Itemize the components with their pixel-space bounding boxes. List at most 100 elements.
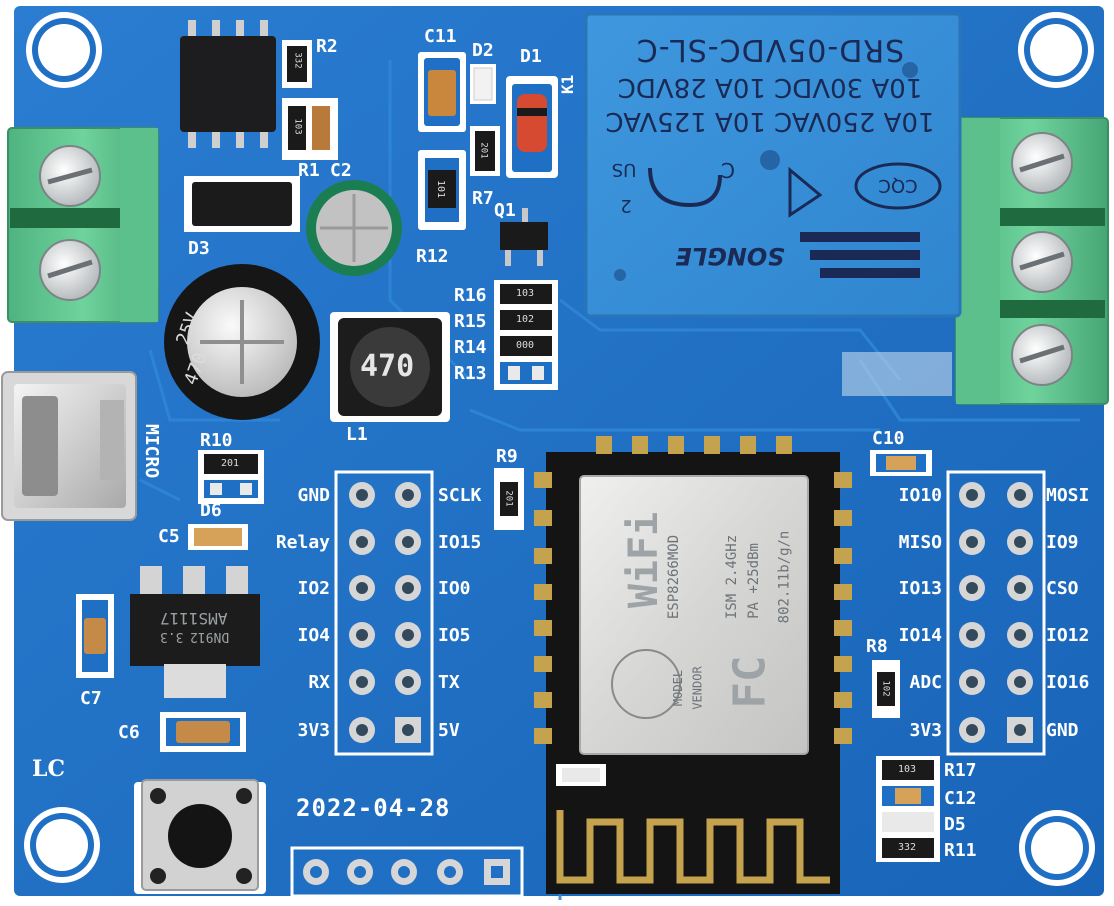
- relay: [584, 12, 962, 318]
- label-r8: R8: [866, 636, 888, 657]
- reset-button[interactable]: [134, 779, 266, 894]
- capacitor-c10: [870, 450, 932, 476]
- label-r13: R13: [454, 363, 487, 384]
- screw-terminal-right: [955, 117, 1109, 405]
- label-date: 2022-04-28: [296, 794, 451, 822]
- code-r8: 102: [880, 680, 891, 697]
- pin-label-io9: IO9: [1046, 532, 1079, 553]
- pin-label-io2: IO2: [297, 578, 330, 599]
- pin-label-sclk: SCLK: [438, 485, 482, 506]
- code-r15: 102: [516, 314, 535, 325]
- inductor-l1: [330, 312, 450, 422]
- pin-label-gnd: GND: [297, 485, 330, 506]
- pin-label-5v: 5V: [438, 720, 460, 741]
- pin-label-io5: IO5: [438, 625, 471, 646]
- code-r16: 103: [516, 288, 535, 299]
- label-l1: L1: [346, 424, 368, 445]
- pin-label-io14: IO14: [898, 625, 942, 646]
- code-r2: 332: [292, 52, 303, 69]
- code-r11: 332: [898, 842, 917, 853]
- relay-cqc: CQC: [878, 175, 918, 196]
- label-c6: C6: [118, 722, 140, 743]
- label-r14: R14: [454, 337, 487, 358]
- module-ism: ISM 2.4GHz: [724, 534, 741, 620]
- label-c12: C12: [944, 788, 977, 809]
- resistor-r9: [494, 468, 524, 530]
- ldo-voltage: 3.3: [160, 629, 184, 644]
- relay-model-text: SRD-05VDC-SL-C: [635, 32, 905, 67]
- label-r9: R9: [496, 446, 518, 467]
- smd-stack-bottom-right: [876, 756, 940, 862]
- label-r15: R15: [454, 311, 487, 332]
- label-r17: R17: [944, 760, 977, 781]
- label-q1: Q1: [494, 200, 516, 221]
- code-r7: 201: [478, 142, 489, 159]
- label-r16: R16: [454, 285, 487, 306]
- resistor-stack-r16-r13: [494, 280, 558, 390]
- ldo-code: DN912: [190, 629, 230, 644]
- label-d5: D5: [944, 814, 966, 835]
- diode-d3: [184, 176, 300, 232]
- label-r10: R10: [200, 430, 233, 451]
- pin-label-io4: IO4: [297, 625, 330, 646]
- label-r1: R1: [298, 160, 320, 181]
- label-r7: R7: [472, 188, 494, 209]
- pin-label-3v3-left: 3V3: [297, 720, 330, 741]
- label-d6: D6: [200, 500, 222, 521]
- module-wifi-logo: WiFi: [621, 511, 668, 609]
- module-pa: PA +25dBm: [745, 543, 762, 619]
- resistor-r10: [198, 450, 264, 504]
- pin-label-io16: IO16: [1046, 672, 1090, 693]
- ams1117-regulator: [130, 566, 260, 698]
- resistor-r8: [872, 660, 900, 718]
- transistor-q1: [500, 208, 548, 266]
- pin-label-io13: IO13: [898, 578, 942, 599]
- pin-label-io10: IO10: [898, 485, 942, 506]
- relay-num: 2: [620, 195, 632, 216]
- pin-header-right: [946, 470, 1046, 756]
- relay-rating-2: 10A 30VDC 10A 28VDC: [617, 72, 923, 102]
- module-vendor-label: VENDOR: [690, 666, 705, 710]
- label-r12: R12: [416, 246, 449, 267]
- relay-mark-c: C: [721, 158, 735, 182]
- pin-label-tx: TX: [438, 672, 460, 693]
- capacitor-c6: [160, 712, 246, 752]
- soic8-chip: [180, 20, 276, 148]
- code-r14: 000: [516, 340, 535, 351]
- label-d1: D1: [520, 46, 542, 67]
- label-c5: C5: [158, 526, 180, 547]
- pin-label-adc: ADC: [909, 672, 942, 693]
- pin-label-io15: IO15: [438, 532, 482, 553]
- smd-resistors-top-left: [282, 40, 338, 160]
- pin-label-miso: MISO: [898, 532, 942, 553]
- mounting-hole-tr: [1018, 12, 1094, 88]
- smd-cluster-top: [418, 52, 500, 230]
- pin-label-io12: IO12: [1046, 625, 1090, 646]
- relay-mark-us: US: [611, 159, 637, 180]
- pin-label-mosi: MOSI: [1046, 485, 1090, 506]
- capacitor-c5: [188, 524, 248, 550]
- module-model: ESP8266MOD: [666, 534, 683, 620]
- ldo-model: AMS1117: [160, 609, 228, 628]
- code-r10: 201: [221, 458, 240, 469]
- mounting-hole-tl: [26, 12, 102, 88]
- capacitor-c2: [306, 180, 402, 276]
- module-fc: FC: [724, 655, 776, 709]
- micro-usb-port: [1, 371, 137, 521]
- label-c2: C2: [330, 160, 352, 181]
- label-r11: R11: [944, 840, 977, 861]
- capacitor-c7: [76, 594, 114, 678]
- bottom-pin-header: [290, 846, 524, 898]
- code-r12: 101: [435, 179, 447, 199]
- pin-label-gnd-right: GND: [1046, 720, 1079, 741]
- code-r1: 103: [292, 118, 303, 135]
- label-r2: R2: [316, 36, 338, 57]
- screw-terminal-left: [7, 127, 159, 323]
- pin-label-io0: IO0: [438, 578, 471, 599]
- pin-label-rx: RX: [308, 672, 330, 693]
- electrolytic-capacitor-large: [164, 264, 320, 420]
- label-d3: D3: [188, 238, 210, 259]
- label-micro-usb: MICRO: [141, 424, 162, 479]
- pin-label-cso: CSO: [1046, 578, 1079, 599]
